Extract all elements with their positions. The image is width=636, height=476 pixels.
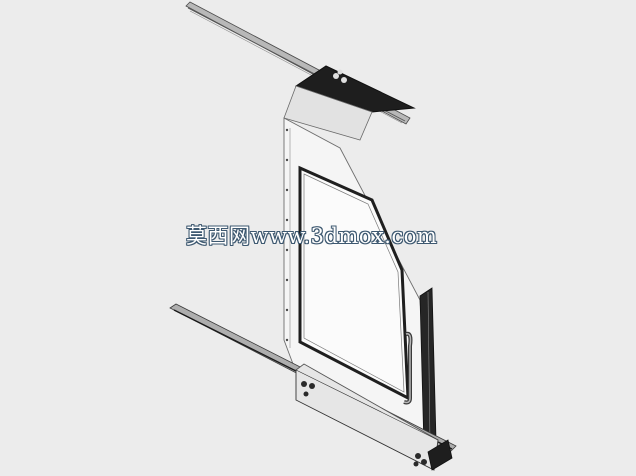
door-handle [403, 331, 413, 405]
watermark-text: 莫西网www.3dmox.com [186, 224, 438, 248]
base-plate [295, 363, 453, 471]
window-frame [298, 165, 410, 401]
top-bracket [283, 65, 416, 141]
